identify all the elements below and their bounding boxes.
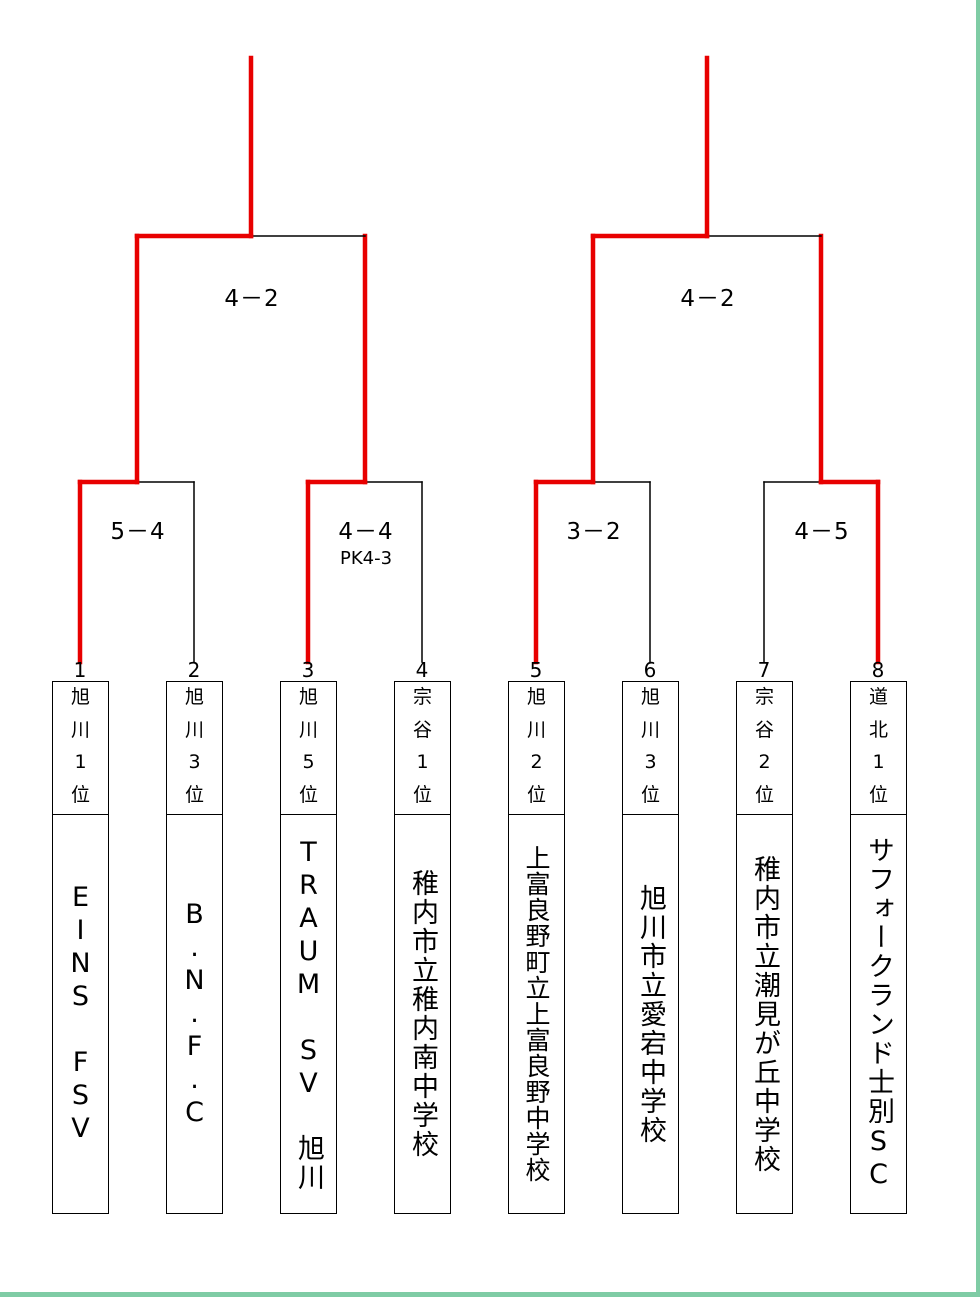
team-rank: 道 北 1 位 [851,682,906,815]
team-rank: 旭 川 3 位 [623,682,678,815]
rank-char: 川 [526,718,546,741]
rank-char: 1 [74,751,87,773]
team-name-cell: 稚内市立潮見が丘中学校 [737,815,792,1213]
rank-char: 2 [530,751,543,773]
team-name-cell: 旭川市立愛宕中学校 [623,815,678,1213]
seed-number-4: 4 [415,658,429,682]
rank-char: 川 [298,718,318,741]
rank-char: 旭 [70,686,90,708]
rank-char: 位 [298,783,318,806]
rank-char: 位 [640,783,660,806]
rank-char: 2 [758,751,771,773]
seed-number-5: 5 [529,658,543,682]
team-box-2: 旭 川 3 位 B.N.F.C [166,681,223,1214]
rank-char: 位 [868,783,888,806]
team-name-cell: 上富良野町立上富良野中学校 [509,815,564,1213]
seed-number-7: 7 [757,658,771,682]
frame-border-bottom [0,1292,980,1297]
team-box-4: 宗 谷 1 位 稚内市立稚内南中学校 [394,681,451,1214]
rank-char: 5 [302,751,315,773]
round2-score-2: 4－2 [680,286,736,312]
team-name-cell: EINS FSV [53,815,108,1213]
rank-char: 川 [70,718,90,741]
seed-number-2: 2 [187,658,201,682]
rank-char: 1 [872,751,885,773]
frame-border-right [976,0,980,1297]
rank-char: 3 [644,751,657,773]
round1-score-2: 4－4 [338,519,394,545]
team-rank: 旭 川 3 位 [167,682,222,815]
seed-number-3: 3 [301,658,315,682]
rank-char: 北 [868,718,888,741]
team-name: EINS FSV [65,882,96,1146]
rank-char: 宗 [754,686,774,708]
rank-char: 位 [412,783,432,806]
rank-char: 道 [868,686,888,708]
team-name: B.N.F.C [179,898,210,1130]
team-name-cell: 稚内市立稚内南中学校 [395,815,450,1213]
team-name: TRAUM SV 旭川 [293,836,324,1192]
team-rank: 宗 谷 2 位 [737,682,792,815]
rank-char: 位 [526,783,546,806]
team-name: 稚内市立稚内南中学校 [407,869,438,1159]
team-box-3: 旭 川 5 位 TRAUM SV 旭川 [280,681,337,1214]
rank-char: 3 [188,751,201,773]
round1-pk-2: PK4-3 [339,548,393,569]
team-box-5: 旭 川 2 位 上富良野町立上富良野中学校 [508,681,565,1214]
team-rank: 旭 川 2 位 [509,682,564,815]
rank-char: 谷 [754,718,774,741]
team-name: 稚内市立潮見が丘中学校 [749,854,780,1174]
round1-score-4: 4－5 [794,519,850,545]
rank-char: 位 [70,783,90,806]
rank-char: 1 [416,751,429,773]
team-rank: 宗 谷 1 位 [395,682,450,815]
rank-char: 宗 [412,686,432,708]
round2-score-1: 4－2 [224,286,280,312]
seed-number-1: 1 [73,658,87,682]
team-box-8: 道 北 1 位 サフォークランド士別SC [850,681,907,1214]
rank-char: 谷 [412,718,432,741]
team-name: 上富良野町立上富良野中学校 [522,845,551,1183]
team-box-6: 旭 川 3 位 旭川市立愛宕中学校 [622,681,679,1214]
team-box-7: 宗 谷 2 位 稚内市立潮見が丘中学校 [736,681,793,1214]
team-rank: 旭 川 5 位 [281,682,336,815]
team-name-cell: サフォークランド士別SC [851,815,906,1213]
team-box-1: 旭 川 1 位 EINS FSV [52,681,109,1214]
team-name: 旭川市立愛宕中学校 [635,883,666,1145]
rank-char: 旭 [298,686,318,708]
seed-number-8: 8 [871,658,885,682]
rank-char: 旭 [184,686,204,708]
team-name-cell: TRAUM SV 旭川 [281,815,336,1213]
rank-char: 旭 [640,686,660,708]
round1-score-1: 5－4 [110,519,166,545]
rank-char: 川 [640,718,660,741]
round1-score-3: 3－2 [566,519,622,545]
seed-number-6: 6 [643,658,657,682]
rank-char: 位 [754,783,774,806]
rank-char: 川 [184,718,204,741]
rank-char: 旭 [526,686,546,708]
team-rank: 旭 川 1 位 [53,682,108,815]
team-name-cell: B.N.F.C [167,815,222,1213]
rank-char: 位 [184,783,204,806]
team-name: サフォークランド士別SC [863,836,894,1192]
